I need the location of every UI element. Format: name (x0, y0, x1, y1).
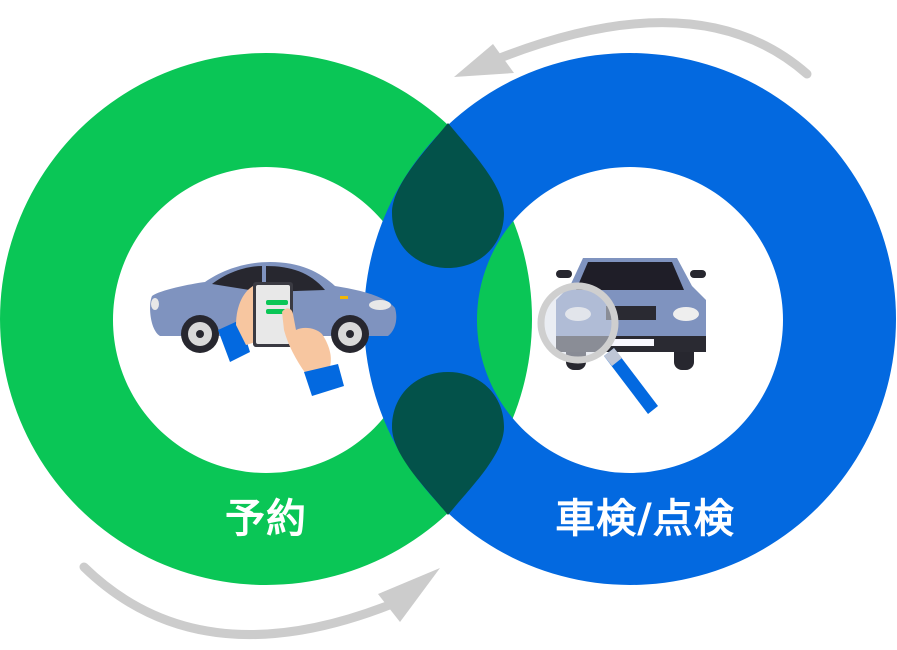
reserve-ring (0, 53, 533, 585)
curved-arrow-left-icon (454, 18, 812, 79)
overlap-bottom (392, 372, 504, 515)
stage-label-inspect: 車検/点検 (555, 496, 735, 542)
car-smartphone-booking-icon (150, 262, 397, 396)
stage-label-reserve: 予約 (225, 496, 307, 542)
curved-arrow-right-icon (79, 562, 440, 639)
overlap-top (392, 123, 504, 268)
car-magnifier-inspection-icon (537, 258, 706, 414)
inspect-ring (364, 53, 897, 585)
